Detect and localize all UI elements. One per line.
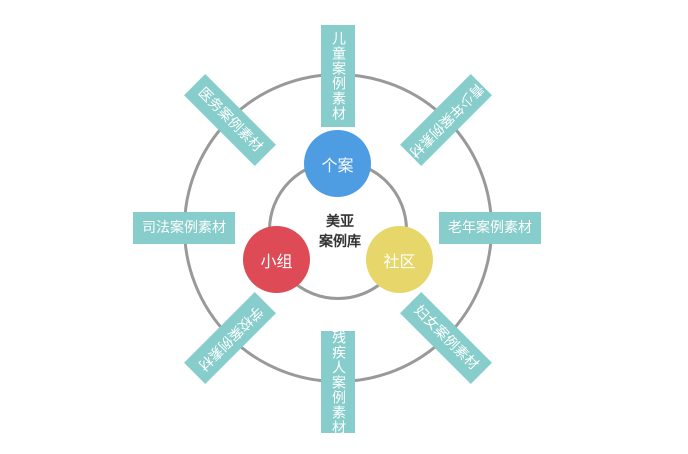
- category-judicial: 司法案例素材: [133, 212, 235, 244]
- category-children: 儿童案例素材: [321, 25, 355, 127]
- category-disabled: 残疾人案例素材: [321, 330, 355, 435]
- method-group: 小组: [243, 226, 310, 293]
- method-community: 社区: [366, 226, 433, 293]
- center-label-line2: 案例库: [319, 234, 361, 250]
- center-label: 美亚 案例库: [300, 212, 380, 252]
- center-label-line1: 美亚: [326, 214, 354, 230]
- method-casework: 个案: [304, 130, 371, 197]
- category-elderly: 老年案例素材: [439, 212, 541, 244]
